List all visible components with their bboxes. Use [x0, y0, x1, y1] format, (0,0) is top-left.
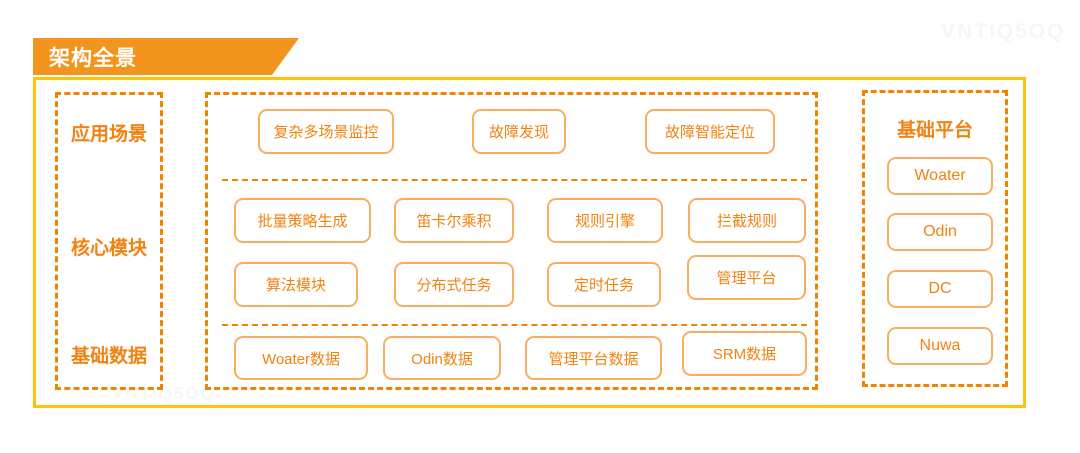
core-module-box: 分布式任务	[394, 262, 514, 307]
layer-label-application-scenarios: 应用场景	[70, 124, 147, 145]
layer-label-core-modules: 核心模块	[70, 238, 147, 259]
core-module-box: 笛卡尔乘积	[394, 198, 514, 243]
core-module-box: 批量策略生成	[234, 198, 371, 243]
section-divider	[222, 324, 807, 326]
layer-label-base-data: 基础数据	[70, 346, 147, 367]
diagram-frame	[33, 77, 1026, 408]
scenario-box: 故障智能定位	[645, 109, 775, 154]
platform-box: Woater	[887, 157, 993, 195]
diagram-title: 架构全景	[49, 46, 137, 70]
scenario-box: 故障发现	[472, 109, 566, 154]
data-source-box: Woater数据	[234, 336, 368, 380]
platform-box: DC	[887, 270, 993, 308]
diagram-title-banner: 架构全景	[33, 38, 299, 75]
core-module-box: 算法模块	[234, 262, 358, 307]
middle-modules-panel	[205, 92, 818, 390]
scenario-box: 复杂多场景监控	[258, 109, 394, 154]
core-module-box: 拦截规则	[688, 198, 806, 243]
core-module-box: 管理平台	[687, 255, 806, 300]
left-layer-column	[55, 92, 163, 390]
watermark-top-right: VNTIQ5OQ	[941, 20, 1066, 43]
data-source-box: Odin数据	[383, 336, 501, 380]
data-source-box: SRM数据	[682, 331, 807, 376]
section-divider	[222, 179, 807, 181]
base-platform-title: 基础平台	[896, 120, 973, 141]
data-source-box: 管理平台数据	[525, 336, 662, 380]
platform-box: Nuwa	[887, 327, 993, 365]
platform-box: Odin	[887, 213, 993, 251]
base-platform-column	[862, 90, 1008, 387]
core-module-box: 规则引擎	[547, 198, 663, 243]
core-module-box: 定时任务	[547, 262, 661, 307]
